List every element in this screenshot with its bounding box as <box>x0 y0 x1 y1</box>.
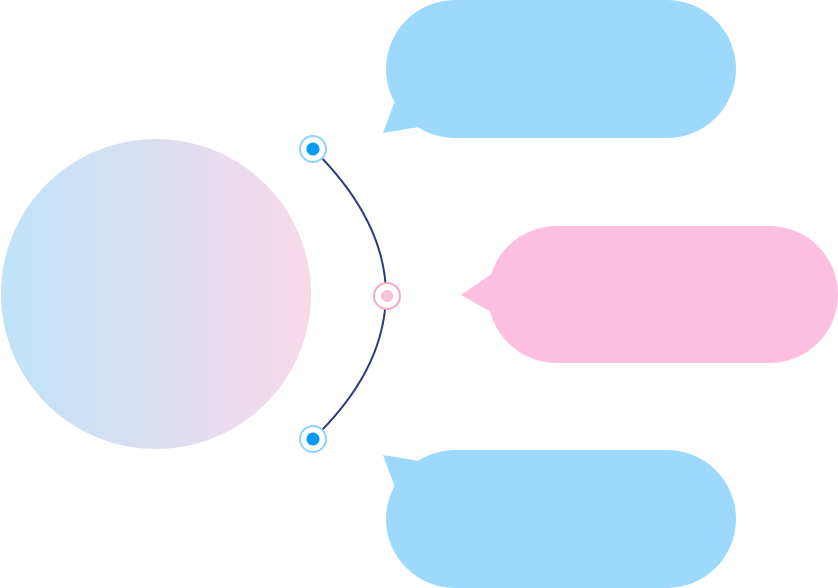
middle-node <box>373 282 401 310</box>
speech-bubble-top <box>383 0 736 138</box>
top-node <box>299 135 327 163</box>
main-circle <box>1 139 311 449</box>
bottom-node <box>299 425 327 453</box>
speech-bubble-bottom <box>383 450 736 588</box>
speech-bubble-middle <box>461 226 838 363</box>
